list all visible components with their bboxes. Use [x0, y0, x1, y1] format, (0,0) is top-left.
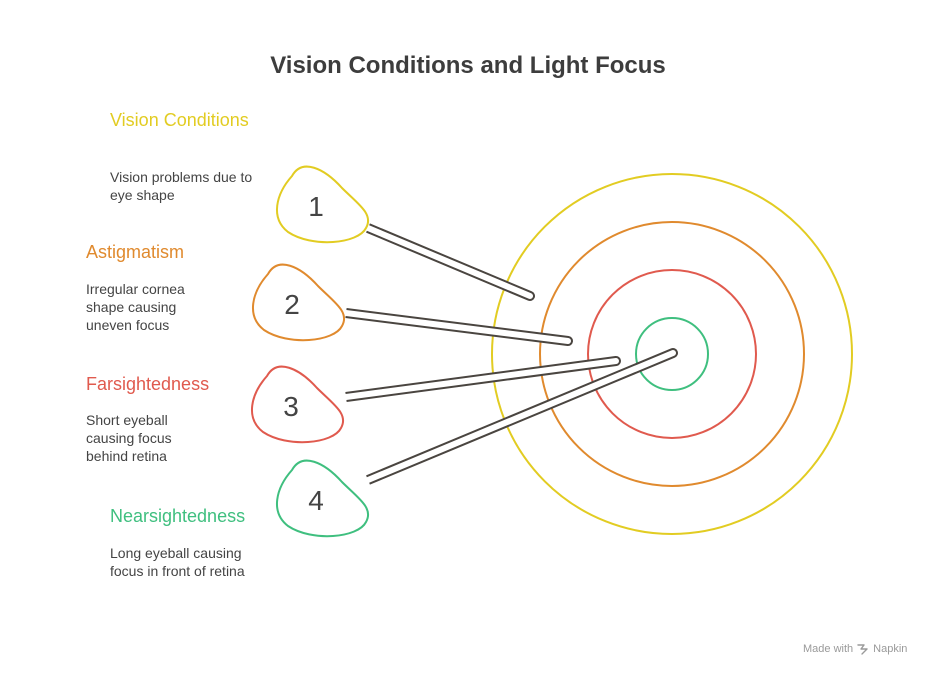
number-label-3: 3	[283, 391, 299, 422]
watermark-prefix: Made with	[803, 643, 854, 655]
number-blob-3: 3	[250, 365, 344, 444]
target-ring-bullseye	[635, 317, 709, 391]
target-ring-second	[539, 221, 805, 487]
item-heading-2: Astigmatism	[86, 242, 185, 262]
number-blob-1: 1	[275, 165, 369, 244]
number-label-4: 4	[308, 485, 324, 516]
number-label-1: 1	[308, 191, 324, 222]
item-description-4: Long eyeball causing focus in front of r…	[110, 545, 245, 579]
dart-shaft-4	[366, 348, 678, 485]
dart-shaft-3	[345, 356, 621, 402]
item-description-2: Irregular cornea shape causing uneven fo…	[86, 281, 185, 333]
item-description-3: Short eyeball causing focus behind retin…	[86, 412, 172, 464]
dart-shaft-2	[345, 308, 573, 346]
dart-shaft-1	[366, 223, 535, 301]
number-blob-shape-4	[275, 459, 369, 538]
target-ring-outer	[491, 173, 853, 535]
item-heading-1: Vision Conditions	[110, 110, 249, 130]
number-blob-shape-1	[275, 165, 369, 244]
napkin-logo-icon	[857, 644, 868, 655]
target-ring-third	[587, 269, 757, 439]
item-heading-3: Farsightedness	[86, 374, 210, 394]
number-blob-shape-3	[250, 365, 344, 444]
watermark: Made with Napkin	[803, 643, 907, 655]
page-title: Vision Conditions and Light Focus	[270, 52, 666, 79]
number-blob-2: 2	[251, 263, 345, 342]
number-blob-shape-2	[251, 263, 345, 342]
watermark-brand: Napkin	[873, 643, 908, 655]
item-description-1: Vision problems due to eye shape	[110, 169, 253, 203]
number-label-2: 2	[284, 289, 300, 320]
number-blob-4: 4	[275, 459, 369, 538]
item-heading-4: Nearsightedness	[110, 506, 246, 526]
